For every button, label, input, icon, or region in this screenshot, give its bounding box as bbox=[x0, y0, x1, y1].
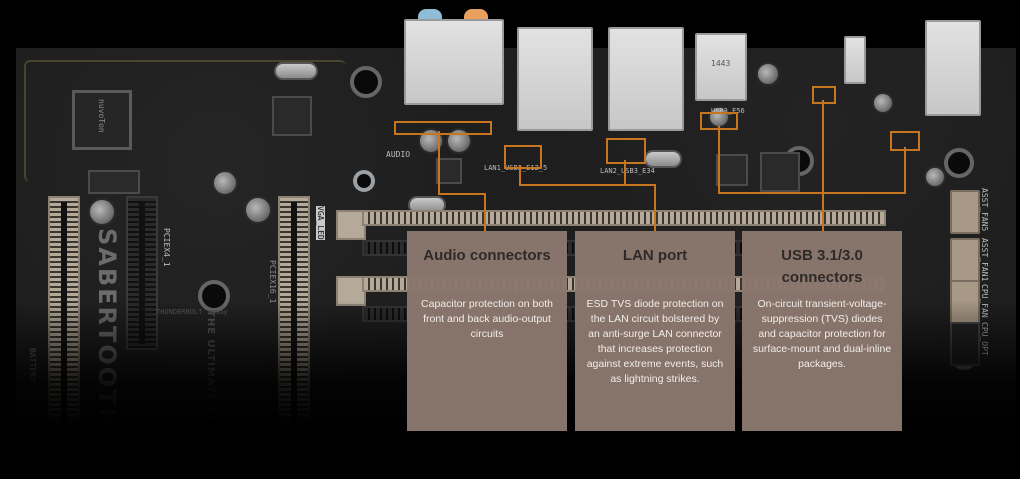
lan-leader-line bbox=[519, 165, 521, 185]
dimm-latch bbox=[336, 210, 366, 240]
fan-header-label: ASST_FAN5 bbox=[980, 188, 989, 232]
bios-flashback-button bbox=[844, 36, 866, 84]
feature-card-lan: LAN port ESD TVS diode protection on the… bbox=[575, 231, 735, 431]
audio-port-block bbox=[404, 19, 504, 105]
mount-hole bbox=[353, 170, 375, 192]
feature-title: USB 3.1/3.0 connectors bbox=[781, 247, 863, 286]
vga-led-label: VGA_LED bbox=[316, 206, 325, 240]
thunderbolt-label: THUNDERBOLT ready bbox=[156, 308, 228, 316]
pcie-x4-label: PCIEX4_1 bbox=[162, 228, 171, 267]
regulator-chip bbox=[760, 152, 800, 192]
fan-header bbox=[950, 190, 980, 234]
lan-port bbox=[608, 27, 684, 131]
controller-chip bbox=[272, 96, 312, 136]
audio-jack-blue bbox=[418, 9, 442, 21]
super-io-chip: nuvoTon bbox=[72, 90, 132, 150]
fan-header-label: ASST_FAN1 bbox=[980, 238, 989, 282]
capacitor bbox=[446, 128, 472, 154]
capacitor bbox=[88, 198, 116, 226]
lan-port bbox=[517, 27, 593, 131]
audio-jack-orange bbox=[464, 9, 488, 21]
mount-hole bbox=[944, 148, 974, 178]
feature-card-audio: Audio connectors Capacitor protection on… bbox=[407, 231, 567, 431]
lan-leader-line bbox=[624, 160, 626, 186]
usb-port-stack bbox=[925, 20, 981, 116]
lan2-highlight-box bbox=[606, 138, 646, 164]
mount-hole bbox=[350, 66, 382, 98]
lan-controller-chip bbox=[716, 154, 748, 186]
capacitor bbox=[244, 196, 272, 224]
usb3-highlight-box-2 bbox=[812, 86, 836, 104]
feature-description: ESD TVS diode protection on the LAN circ… bbox=[586, 298, 724, 385]
pcb-trace bbox=[24, 60, 346, 182]
dimm-slot bbox=[362, 210, 886, 226]
audio-leader-line bbox=[484, 193, 486, 231]
lan1-highlight-box bbox=[504, 145, 542, 169]
lan-leader-line bbox=[519, 184, 655, 186]
usb-leader-line bbox=[718, 126, 720, 192]
brand-silkscreen: SABERTOOTH bbox=[93, 228, 121, 430]
battery-label: BATTERY bbox=[28, 348, 37, 382]
fan-header bbox=[950, 322, 980, 366]
fan-header bbox=[950, 280, 980, 324]
lan-leader-line bbox=[654, 184, 656, 231]
audio-leader-line bbox=[438, 131, 440, 193]
pcie-x16-label: PCIEX16_1 bbox=[268, 260, 277, 304]
tagline-silkscreen: THE ULTIMATE FORCE bbox=[205, 310, 216, 449]
mosfet bbox=[88, 170, 140, 194]
usb3-label: USB3_E56 bbox=[711, 107, 745, 115]
usb3-port: 1443 bbox=[695, 33, 747, 101]
feature-title: Audio connectors bbox=[423, 247, 551, 264]
feature-title: LAN port bbox=[622, 247, 688, 264]
usb-port-label: 1443 bbox=[711, 59, 731, 68]
capacitor bbox=[924, 166, 946, 188]
fan-header-label: CPU_FAN bbox=[980, 284, 989, 318]
fan-header bbox=[950, 238, 980, 282]
audio-leader-line bbox=[438, 193, 484, 195]
chip-brand-label: nuvoTon bbox=[97, 99, 106, 133]
capacitor bbox=[212, 170, 238, 196]
lan2-label: LAN2_USB3_E34 bbox=[600, 167, 655, 175]
usb-leader-line bbox=[822, 100, 824, 231]
crystal-oscillator bbox=[274, 62, 318, 80]
pcie-slot bbox=[48, 196, 80, 432]
audio-label: AUDIO bbox=[386, 150, 411, 159]
audio-codec-chip bbox=[436, 158, 462, 184]
audio-highlight-box bbox=[394, 121, 492, 135]
usb-leader-line bbox=[718, 192, 906, 194]
pcie-x16-slot bbox=[278, 196, 310, 432]
capacitor bbox=[872, 92, 894, 114]
pcie-x4-slot bbox=[126, 196, 158, 350]
usb-leader-line bbox=[904, 147, 906, 193]
feature-description: On-circuit transient-voltage-suppression… bbox=[752, 298, 892, 370]
fan-header-label: CPU_OPT bbox=[980, 322, 989, 356]
capacitor bbox=[756, 62, 780, 86]
feature-description: Capacitor protection on both front and b… bbox=[421, 298, 553, 340]
crystal-oscillator bbox=[644, 150, 682, 168]
feature-card-usb: USB 3.1/3.0 connectors On-circuit transi… bbox=[742, 231, 902, 431]
